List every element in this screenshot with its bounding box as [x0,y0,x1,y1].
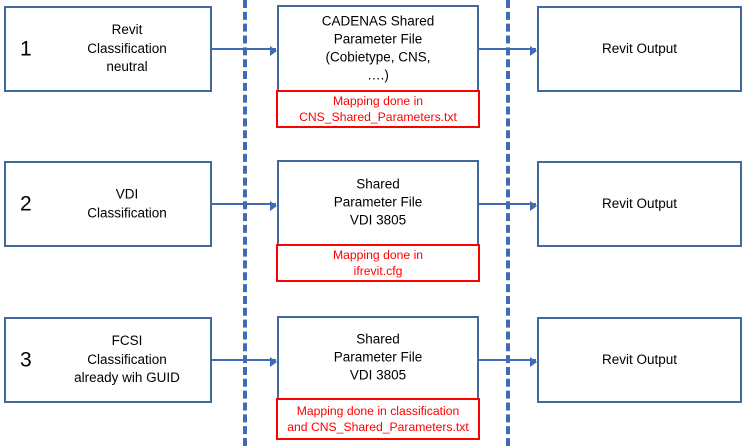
input-label-3: FCSI Classification already wih GUID [74,333,180,386]
input-box-2[interactable]: 2 VDI Classification [4,161,212,247]
arrow-file-to-output-3 [479,356,537,367]
file-box-3[interactable]: Shared Parameter File VDI 3805 [277,316,479,400]
file-label-3: Shared Parameter File VDI 3805 [333,331,423,384]
input-label-1: Revit Classification neutral [87,22,167,75]
arrow-input-to-file-2 [212,200,277,211]
mapping-note-2[interactable]: Mapping done in ifrevit.cfg [276,244,480,282]
file-label-2: Shared Parameter File VDI 3805 [333,176,423,229]
output-label-2: Revit Output [601,195,678,211]
row-number-1: 1 [20,37,32,61]
output-box-1[interactable]: Revit Output [537,6,742,92]
mapping-note-3[interactable]: Mapping done in classification and CNS_S… [276,398,480,440]
input-label-2: VDI Classification [87,186,167,220]
mapping-note-text-3: Mapping done in classification and CNS_S… [287,403,469,434]
file-box-2[interactable]: Shared Parameter File VDI 3805 [277,160,479,246]
output-box-2[interactable]: Revit Output [537,161,742,247]
mapping-note-1[interactable]: Mapping done in CNS_Shared_Parameters.tx… [276,90,480,128]
separator-right [506,0,510,446]
file-label-1: CADENAS Shared Parameter File (Cobietype… [321,13,435,83]
mapping-note-text-1: Mapping done in CNS_Shared_Parameters.tx… [299,93,457,124]
mapping-note-text-2: Mapping done in ifrevit.cfg [332,247,424,278]
input-box-3[interactable]: 3 FCSI Classification already wih GUID [4,317,212,403]
arrow-file-to-output-1 [479,45,537,56]
output-label-1: Revit Output [601,40,678,56]
file-box-1[interactable]: CADENAS Shared Parameter File (Cobietype… [277,5,479,92]
arrow-input-to-file-3 [212,356,277,367]
output-label-3: Revit Output [601,351,678,367]
arrow-input-to-file-1 [212,45,277,56]
separator-left [243,0,247,446]
output-box-3[interactable]: Revit Output [537,317,742,403]
row-number-3: 3 [20,348,32,372]
input-box-1[interactable]: 1 Revit Classification neutral [4,6,212,92]
row-number-2: 2 [20,192,32,216]
arrow-file-to-output-2 [479,200,537,211]
